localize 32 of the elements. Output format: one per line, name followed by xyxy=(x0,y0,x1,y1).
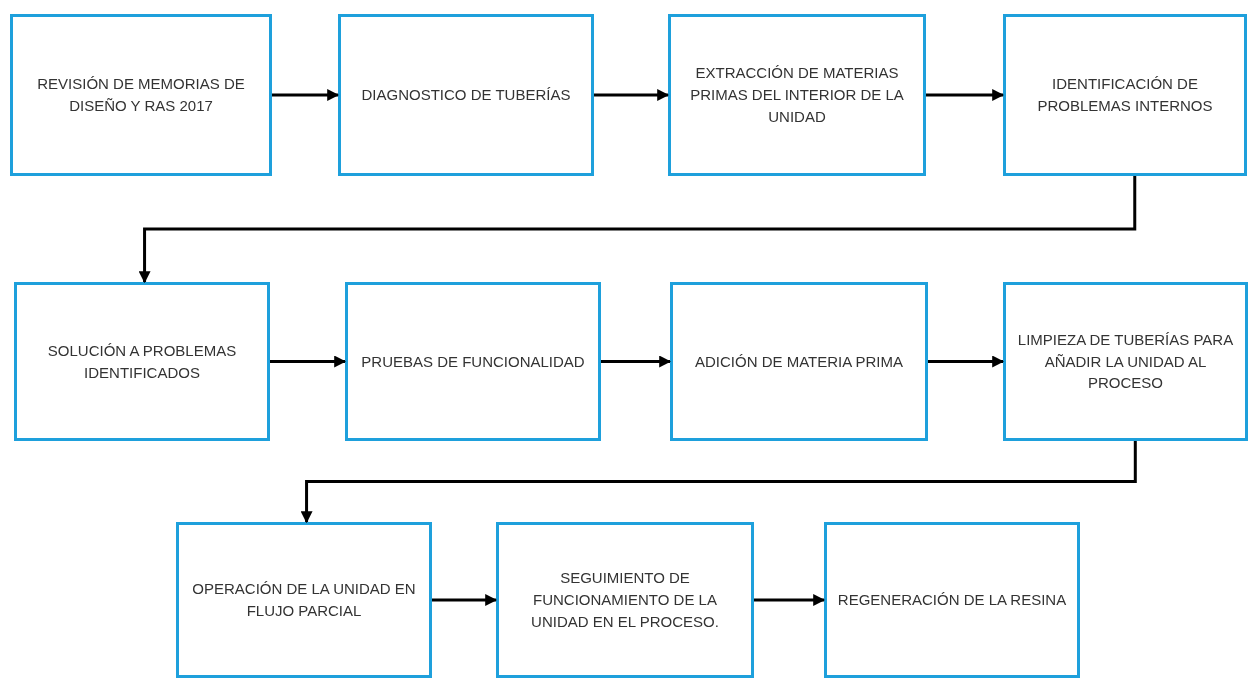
process-box xyxy=(496,522,754,678)
process-box xyxy=(670,282,928,441)
box-label: ADICIÓN DE MATERIA PRIMA xyxy=(694,351,904,372)
box-label: REGENERACIÓN DE LA RESINA xyxy=(837,590,1067,611)
arrow xyxy=(272,89,340,101)
process-box xyxy=(824,522,1080,678)
process-box xyxy=(10,14,272,176)
box-label: DIAGNOSTICO DE TUBERÍAS xyxy=(361,85,571,106)
arrow xyxy=(138,176,1137,284)
box-label: EXTRACCIÓN DE MATERIAS PRIMAS DEL INTERIOR DE LA UNIDAD xyxy=(689,63,905,127)
process-box xyxy=(345,282,601,441)
arrow xyxy=(928,355,1005,368)
arrow xyxy=(926,89,1005,101)
arrow xyxy=(432,594,498,606)
arrow xyxy=(601,355,672,368)
process-box xyxy=(668,14,926,176)
process-box xyxy=(14,282,270,441)
box-label: SOLUCIÓN A PROBLEMAS IDENTIFICADOS xyxy=(46,340,238,383)
box-label: SEGUIMIENTO DE FUNCIONAMIENTO DE LA UNIDAD EN EL PROCESO. xyxy=(530,568,720,632)
process-box xyxy=(1003,14,1247,176)
box-label: IDENTIFICACIÓN DE PROBLEMAS INTERNOS xyxy=(1036,74,1214,116)
box-label: OPERACIÓN DE LA UNIDAD EN FLUJO PARCIAL xyxy=(191,579,417,621)
arrow xyxy=(594,89,670,101)
box-label: LIMPIEZA DE TUBERÍAS PARA AÑADIR LA UNIDAD AL PROCESO xyxy=(1016,329,1235,394)
process-box xyxy=(176,522,432,678)
arrow xyxy=(270,355,347,368)
box-label: PRUEBAS DE FUNCIONALIDAD xyxy=(361,351,585,372)
process-box xyxy=(1003,282,1248,441)
arrow xyxy=(300,441,1137,524)
box-label: REVISIÓN DE MEMORIAS DE DISEÑO Y RAS 2017 xyxy=(36,74,246,116)
process-box xyxy=(338,14,594,176)
arrow xyxy=(754,594,826,606)
